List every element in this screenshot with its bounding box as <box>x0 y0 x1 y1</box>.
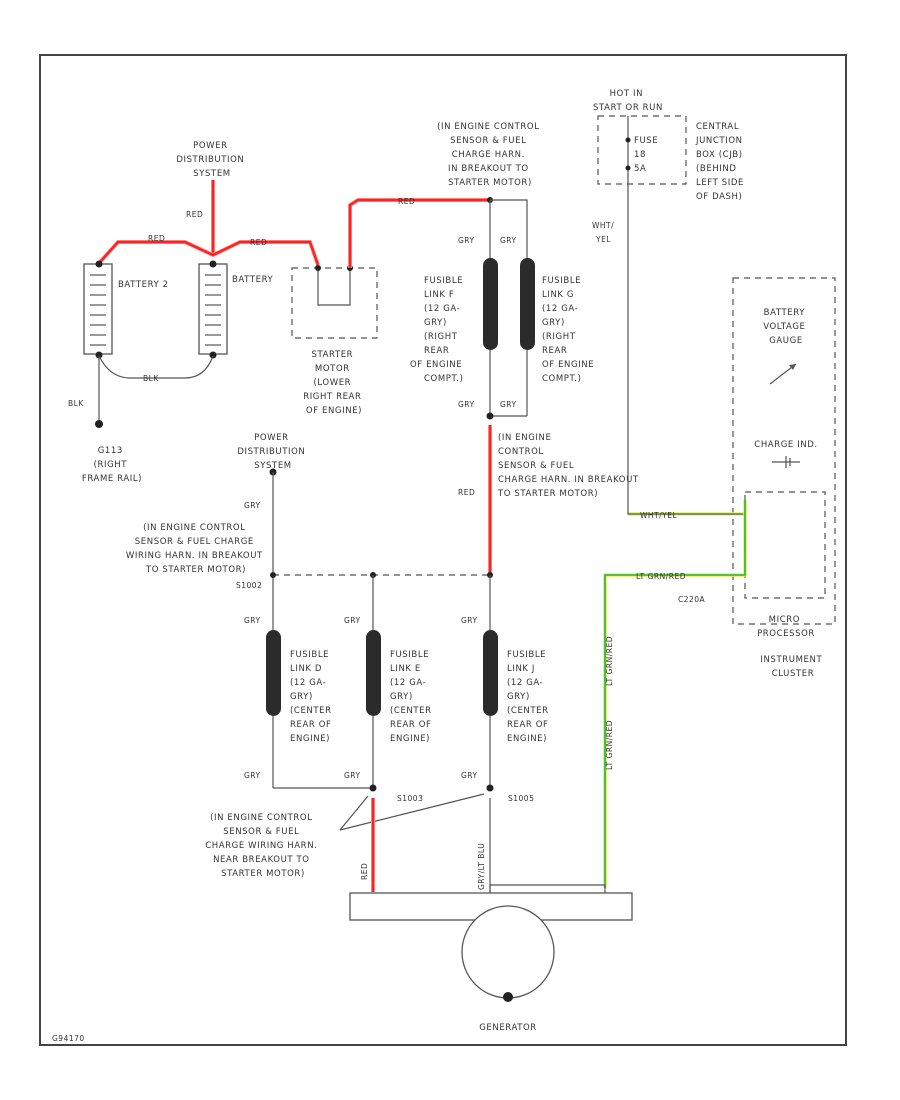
ground-wire-label: BLK <box>68 399 84 408</box>
fusible-g-wire-top: GRY <box>500 236 517 245</box>
connector-c220-label: C220A <box>678 595 706 604</box>
harness-bottom-label: (IN ENGINE CONTROL SENSOR & FUEL CHARGE … <box>205 813 321 879</box>
wht-yel-vertical-label: WHT/ <box>592 221 614 230</box>
fusible-d-label: FUSIBLE LINK D (12 GA- GRY) (CENTER REAR… <box>290 650 335 744</box>
generator-ground-terminal <box>503 992 513 1002</box>
gray-wire-j-label: GRY <box>461 616 478 625</box>
figure-id: G94170 <box>52 1034 85 1043</box>
ground-label: G113 (RIGHT FRAME RAIL) <box>82 446 142 484</box>
red-wire-label-right: RED <box>250 238 267 247</box>
generator <box>461 905 555 999</box>
lt-grn-red-vertical-label-2: LT GRN/RED <box>605 720 614 770</box>
battery-2 <box>83 260 113 359</box>
micro-label: MICRO PROCESSOR <box>757 615 815 639</box>
red-wire-label-mid: RED <box>458 488 475 497</box>
fusible-link-e <box>366 630 381 716</box>
fuse-terminal-top <box>625 137 631 143</box>
fusible-e-label: FUSIBLE LINK E (12 GA- GRY) (CENTER REAR… <box>390 650 435 744</box>
gray-wire-d-top-label: GRY <box>244 501 261 510</box>
fusible-link-j <box>483 630 498 716</box>
splice-s1003 <box>369 784 377 792</box>
charge-indicator-icon <box>772 456 800 468</box>
wht-yel-wire-label: WHT/YEL <box>640 511 677 520</box>
power-dist-top-label: POWER DISTRIBUTION SYSTEM <box>176 141 247 179</box>
gray-wire-top-g <box>490 199 528 265</box>
red-wire-label-left: RED <box>148 234 165 243</box>
pointer-s1005 <box>339 793 485 831</box>
wht-yel-vertical-label-2: YEL <box>595 235 611 244</box>
fusible-g-wire-bottom: GRY <box>500 400 517 409</box>
battery-2-label: BATTERY 2 <box>118 280 169 290</box>
lt-grn-red-wire <box>603 500 747 888</box>
fusible-f-label: FUSIBLE LINK F (12 GA- GRY) (RIGHT REAR … <box>410 276 466 384</box>
splice-s1005-label: S1005 <box>508 794 534 803</box>
harness-top-label: (IN ENGINE CONTROL SENSOR & FUEL CHARGE … <box>437 122 543 188</box>
battery <box>198 260 228 359</box>
charge-ind-label: CHARGE IND. <box>754 440 817 450</box>
starter-motor-label: STARTER MOTOR (LOWER RIGHT REAR OF ENGIN… <box>303 350 365 416</box>
fusible-f-wire-bottom: GRY <box>458 400 475 409</box>
fusible-link-g <box>520 258 535 350</box>
pointer-s1003 <box>339 795 369 831</box>
gray-wire-d-bottom-label: GRY <box>244 771 261 780</box>
instrument-cluster-label: INSTRUMENT CLUSTER <box>760 655 825 679</box>
generator-label: GENERATOR <box>479 1023 537 1033</box>
gray-wire-e-bottom-label: GRY <box>344 771 361 780</box>
diagram-frame <box>39 54 847 1046</box>
fusible-link-f <box>483 258 498 350</box>
hot-in-start-label: HOT IN START OR RUN <box>593 89 663 113</box>
battery-label: BATTERY <box>232 275 274 285</box>
micro-processor <box>744 491 826 599</box>
generator-terminal-links <box>489 884 606 893</box>
power-dist-mid-label: POWER DISTRIBUTION SYSTEM <box>237 433 308 471</box>
fusible-f-wire-top: GRY <box>458 236 475 245</box>
gry-lt-blu-label: GRY/LT BLU <box>477 843 486 890</box>
fusible-g-label: FUSIBLE LINK G (12 GA- GRY) (RIGHT REAR … <box>542 276 598 384</box>
splice-s1002-label: S1002 <box>236 581 262 590</box>
fuse-label: FUSE 18 5A <box>634 136 662 174</box>
red-wire-power-distribution <box>98 180 320 266</box>
red-wire-label-starter: RED <box>398 197 415 206</box>
gray-wire-e-label: GRY <box>344 616 361 625</box>
red-wire-label-vertical: RED <box>186 210 203 219</box>
splice-d <box>270 572 276 578</box>
battery-link-wire-label: BLK <box>143 374 159 383</box>
starter-motor <box>291 265 378 339</box>
instrument-cluster <box>732 277 836 625</box>
central-junction-box <box>597 115 687 185</box>
battery-gauge-label: BATTERY VOLTAGE GAUGE <box>763 308 809 346</box>
harness-mid-label: (IN ENGINE CONTROL SENSOR & FUEL CHARGE … <box>497 433 642 499</box>
splice-s1005 <box>486 784 494 792</box>
fusible-j-label: FUSIBLE LINK J (12 GA- GRY) (CENTER REAR… <box>507 650 552 744</box>
red-wire-generator-label: RED <box>360 863 369 880</box>
fusible-link-d <box>266 630 281 716</box>
gray-wire-d-label: GRY <box>244 616 261 625</box>
splice-fusible-fg <box>486 412 494 420</box>
lt-grn-red-wire-label: LT GRN/RED <box>636 572 686 581</box>
wht-yel-wire <box>627 510 745 516</box>
lt-grn-red-vertical-label: LT GRN/RED <box>605 636 614 686</box>
cjb-label: CENTRAL JUNCTION BOX (CJB) (BEHIND LEFT … <box>695 122 747 202</box>
red-wire-starter-to-fusible <box>348 198 490 268</box>
gray-wire-j-bottom-label: GRY <box>461 771 478 780</box>
splice-s1003-label: S1003 <box>397 794 423 803</box>
harness-left-label: (IN ENGINE CONTROL SENSOR & FUEL CHARGE … <box>126 523 266 575</box>
gauge-needle-arrow-icon <box>789 364 796 370</box>
fuse-terminal-bottom <box>625 165 631 171</box>
battery-link-wire <box>98 355 214 379</box>
ground-point <box>95 420 103 428</box>
